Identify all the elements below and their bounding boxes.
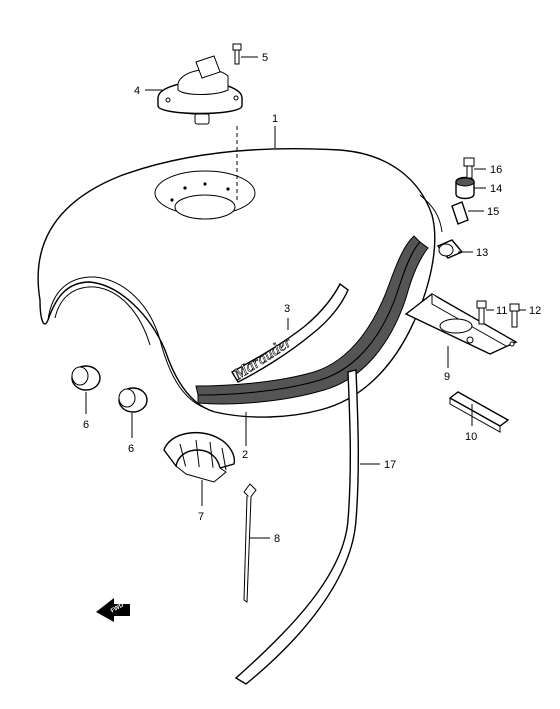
callout-14: 14: [490, 183, 502, 195]
callout-8: 8: [274, 533, 280, 545]
tank-side-stripe[interactable]: [195, 235, 429, 405]
bolt-11[interactable]: [476, 300, 487, 325]
bolt-12[interactable]: [509, 303, 520, 328]
damper-14[interactable]: [455, 176, 475, 200]
plug-right[interactable]: [118, 387, 148, 413]
forward-direction-arrow: FWD: [96, 598, 130, 622]
callout-9: 9: [444, 371, 450, 383]
fuel-cap[interactable]: [157, 55, 243, 125]
callout-13: 13: [476, 247, 488, 259]
callout-6-left: 6: [83, 419, 89, 431]
cap-screw[interactable]: [232, 43, 242, 65]
callout-12: 12: [529, 305, 541, 317]
rubber-strip[interactable]: [448, 391, 510, 433]
cushion-13[interactable]: [436, 239, 464, 259]
bolt-16[interactable]: [463, 157, 475, 179]
callout-1: 1: [272, 113, 278, 125]
callout-17: 17: [384, 459, 396, 471]
callout-labels: 1 2 3 4 5 6 6 7 8 9 10 11 12 13 14 15 16…: [83, 52, 541, 545]
clamp-band[interactable]: [243, 483, 257, 603]
fuel-tank[interactable]: [37, 147, 443, 418]
callout-15: 15: [487, 206, 499, 218]
callout-7: 7: [198, 511, 204, 523]
callout-5: 5: [262, 52, 268, 64]
tank-bracket[interactable]: [404, 293, 518, 355]
leader-lines: [85, 56, 526, 539]
callout-11: 11: [496, 305, 507, 317]
collar-15[interactable]: [451, 201, 469, 225]
callout-6-right: 6: [128, 443, 134, 455]
drain-hose[interactable]: [234, 369, 359, 685]
callout-3: 3: [284, 303, 290, 315]
callout-4: 4: [134, 85, 140, 97]
callout-2: 2: [242, 449, 248, 461]
plug-left[interactable]: [71, 365, 101, 391]
callout-10: 10: [465, 431, 477, 443]
callout-16: 16: [490, 164, 502, 176]
tank-cushion[interactable]: [163, 431, 236, 483]
